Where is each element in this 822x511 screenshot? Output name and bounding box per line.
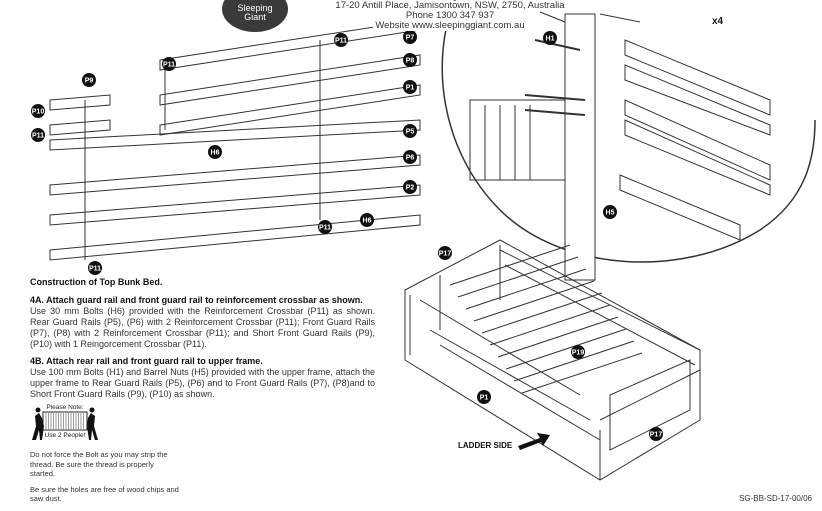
step-4b-title: 4B. Attach rear rail and front guard rai… <box>30 356 263 366</box>
part-label: P5 <box>406 129 415 136</box>
part-label: H5 <box>606 210 615 217</box>
logo-line: Sleeping <box>237 3 273 13</box>
bed-slat <box>449 244 571 286</box>
part-label-badge: P10 <box>31 104 45 118</box>
part-label-badge: P11 <box>88 261 102 275</box>
part-label-badge: P11 <box>318 220 332 234</box>
phone: Phone 1300 347 937 <box>403 10 497 21</box>
part-label-badge: P11 <box>31 128 45 142</box>
bed-slat <box>481 292 603 334</box>
part-label-badge: H1 <box>543 31 557 45</box>
website: Website www.sleepinggiant.com.au <box>373 20 527 31</box>
rail <box>49 154 421 196</box>
part-label-badge: P19 <box>571 345 585 359</box>
bed-slat <box>457 256 579 298</box>
part-label: P8 <box>406 58 415 65</box>
bed-slat <box>497 316 619 358</box>
tip: Do not force the Bolt as you may strip t… <box>30 450 168 478</box>
part-label: P17 <box>439 251 452 258</box>
part-label: P11 <box>89 266 101 273</box>
rail <box>49 119 421 151</box>
bed-slat <box>473 280 595 322</box>
part-label: P17 <box>650 432 663 439</box>
part-label-badge: H6 <box>360 213 374 227</box>
part-label-badge: H5 <box>603 205 617 219</box>
part-label: P6 <box>406 155 415 162</box>
ladder-arrow-icon <box>518 433 550 450</box>
sleeping-giant-logo: Sleeping Giant <box>222 0 288 32</box>
rail <box>49 214 421 261</box>
two-people-icon <box>32 407 98 440</box>
rail <box>49 119 111 136</box>
part-label-badge: P1 <box>477 390 491 404</box>
part-label-badge: P7 <box>403 30 417 44</box>
step-4a-title: 4A. Attach guard rail and front guard ra… <box>30 295 363 305</box>
part-label: P9 <box>85 78 94 85</box>
bed-frame-drawing <box>404 239 701 481</box>
quantity-label: x4 <box>712 16 724 27</box>
logo-line: Giant <box>244 12 266 22</box>
tips: Do not force the Bolt as you may strip t… <box>30 450 180 510</box>
note-heading: Please Note: <box>46 404 84 411</box>
part-label: P11 <box>335 38 347 45</box>
address: 17-20 Antill Place, Jamisontown, NSW, 27… <box>333 0 567 11</box>
bed-slat <box>513 340 635 382</box>
part-label-badge: P5 <box>403 124 417 138</box>
part-label: P11 <box>163 62 175 69</box>
part-label-badge: P8 <box>403 53 417 67</box>
detail-circle <box>441 0 816 281</box>
part-label-badge: P9 <box>82 73 96 87</box>
tip: Be sure the holes are free of wood chips… <box>30 484 179 504</box>
document-code: SG-BB-SD-17-00/06 <box>739 494 812 503</box>
part-label: P7 <box>406 35 415 42</box>
bed-slat <box>489 304 611 346</box>
part-label-badge: P2 <box>403 180 417 194</box>
part-label: P10 <box>32 109 45 116</box>
two-people-note: Please Note: Use 2 People! <box>30 404 100 440</box>
part-label: H6 <box>211 150 220 157</box>
part-label: P2 <box>406 185 415 192</box>
part-label: H6 <box>363 218 372 225</box>
rail <box>49 184 421 226</box>
rail <box>49 94 111 111</box>
part-label: H1 <box>546 36 555 43</box>
bed-slat <box>465 268 587 310</box>
part-label-badge: P17 <box>649 427 663 441</box>
rail <box>159 84 421 136</box>
part-label: P19 <box>572 350 585 357</box>
section-title: Construction of Top Bunk Bed. <box>30 277 163 287</box>
company-header: 17-20 Antill Place, Jamisontown, NSW, 27… <box>300 1 600 31</box>
ladder-side-label: LADDER SIDE <box>458 441 513 450</box>
part-label-badge: P1 <box>403 80 417 94</box>
part-label: P1 <box>406 85 415 92</box>
bed-slat <box>505 328 627 370</box>
step-4b-body: Use 100 mm Bolts (H1) and Barrel Nuts (H… <box>30 367 375 399</box>
rail <box>159 54 421 106</box>
part-label: P11 <box>32 133 44 140</box>
note-caption: Use 2 People! <box>44 432 86 439</box>
part-label: P1 <box>480 395 489 402</box>
part-label-badge: P6 <box>403 150 417 164</box>
part-label-badge: H6 <box>208 145 222 159</box>
part-label: P11 <box>319 225 331 232</box>
part-label-badge: P11 <box>162 57 176 71</box>
part-label-badge: P17 <box>438 246 452 260</box>
bed-slat <box>521 352 643 394</box>
part-label-badge: P11 <box>334 33 348 47</box>
instructions: Construction of Top Bunk Bed. 4A. Attach… <box>30 277 375 406</box>
step-4a-body: Use 30 mm Bolts (H6) provided with the R… <box>30 306 375 349</box>
